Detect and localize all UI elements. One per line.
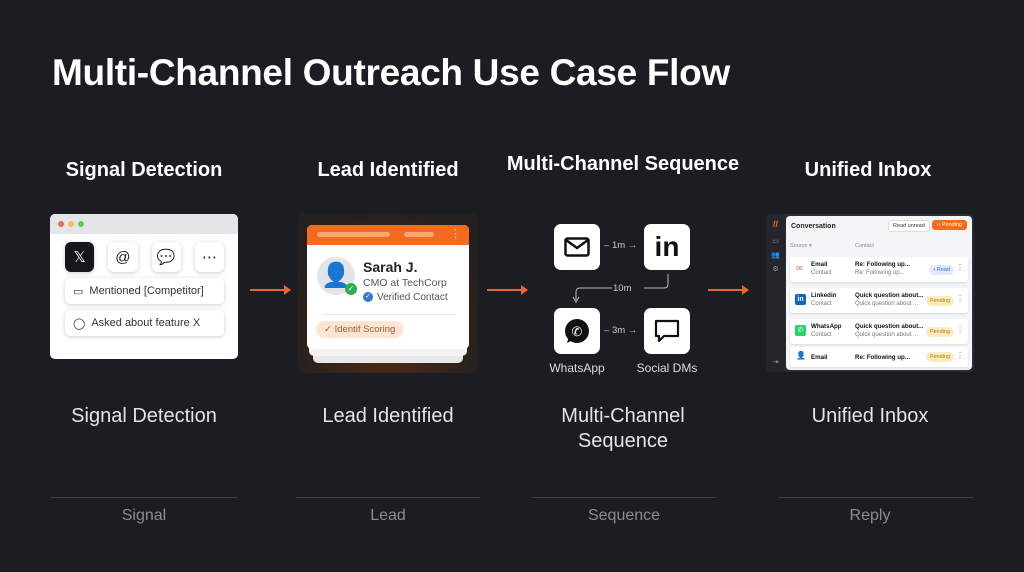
flow-arrow [487,285,528,295]
flow-arrow [708,285,749,295]
status-badge: Pending [925,327,954,337]
mention-item[interactable]: ◯Asked about feature X [65,310,224,336]
step-label-inbox: Unified Inbox [811,405,929,427]
step-heading-sequence: Multi-Channel Sequence [506,153,740,175]
lead-name: Sarah J. [363,259,418,275]
step-heading-signal: Signal Detection [65,159,223,181]
inbox-nav-icon[interactable]: ▭ [772,238,779,245]
chat-bubble-icon [644,308,690,354]
svg-text:✆: ✆ [572,324,583,339]
sequence-connector [572,274,669,303]
pending-filter-button[interactable]: ○ Pending [932,220,968,230]
scoring-tag: ✓ Identif Scoring [316,321,404,338]
kebab-icon[interactable]: ⋮ [956,263,964,272]
settings-nav-icon[interactable]: ⚙ [772,266,779,273]
x-icon[interactable]: 𝕏 [65,242,95,272]
more-icon[interactable]: ⋯ [194,242,224,272]
read-unread-button[interactable]: Read unread [888,220,930,232]
step-heading-inbox: Unified Inbox [804,159,932,181]
step-label-signal: Signal Detection [71,405,217,427]
social-dms-label: Social DMs [636,361,698,375]
whatsapp-icon: ✆ [795,325,806,336]
kebab-icon[interactable]: ⋮ [450,228,461,240]
unified-inbox-window: // ▭ 👥 ⚙ ⇥ Conversation Read unread ○ Pe… [766,214,974,372]
inbox-title: Conversation [791,223,836,230]
avatar: 👤✓ [317,257,357,295]
contacts-nav-icon[interactable]: 👥 [771,252,780,259]
column-contact: Contact [855,243,874,249]
step-footer-reply: Reply [849,507,891,524]
logo-icon: // [772,219,778,229]
lead-card: ⋮ 👤✓ Sarah J. CMO at TechCorp ✓Verified … [307,225,469,349]
step-footer-sequence: Sequence [587,507,661,524]
flow-arrow [250,285,291,295]
kebab-icon[interactable]: ⋮ [956,325,964,334]
conversation-row[interactable]: 👤 Email Re: Following up... Pending⋮ [790,347,968,367]
delay-2: 10m [613,283,632,294]
delay-1: – 1m → [604,240,638,251]
status-badge: • Read [929,265,954,275]
kebab-icon[interactable]: ⋮ [956,351,964,360]
lead-role: CMO at TechCorp [363,277,447,289]
step-footer-signal: Signal [121,507,167,524]
step-heading-lead: Lead Identified [317,159,459,181]
avatar-icon: 👤 [796,351,806,360]
linkedin-icon: in [644,224,690,270]
column-source[interactable]: Source ▾ [790,243,812,249]
verified-icon: ✓ [363,292,373,302]
status-badge: Pending [925,296,954,306]
logout-icon[interactable]: ⇥ [772,359,779,366]
chat-icon[interactable]: 💬 [151,242,181,272]
delay-3: – 3m → [604,325,638,336]
step-label-sequence: Multi-Channel Sequence [561,405,685,452]
email-icon [554,224,600,270]
step-label-lead: Lead Identified [322,405,454,427]
check-icon: ✓ [345,283,357,295]
kebab-icon[interactable]: ⋮ [956,294,964,303]
status-badge: Pending [925,352,954,362]
email-icon: ✉ [796,264,803,273]
whatsapp-label: WhatsApp [549,361,605,375]
speech-bubble-icon: ◯ [73,317,86,330]
step-footer-lead: Lead [370,507,406,524]
threads-icon[interactable]: @ [108,242,138,272]
mention-item[interactable]: ▭Mentioned [Competitor] [65,278,224,304]
linkedin-icon: in [795,294,806,305]
signal-window: 𝕏 @ 💬 ⋯ ▭Mentioned [Competitor] ◯Asked a… [50,214,238,359]
whatsapp-icon: ✆ [554,308,600,354]
lead-panel: ⋮ 👤✓ Sarah J. CMO at TechCorp ✓Verified … [297,213,478,373]
page-title: Multi-Channel Outreach Use Case Flow [52,52,730,93]
comment-icon: ▭ [73,285,84,298]
